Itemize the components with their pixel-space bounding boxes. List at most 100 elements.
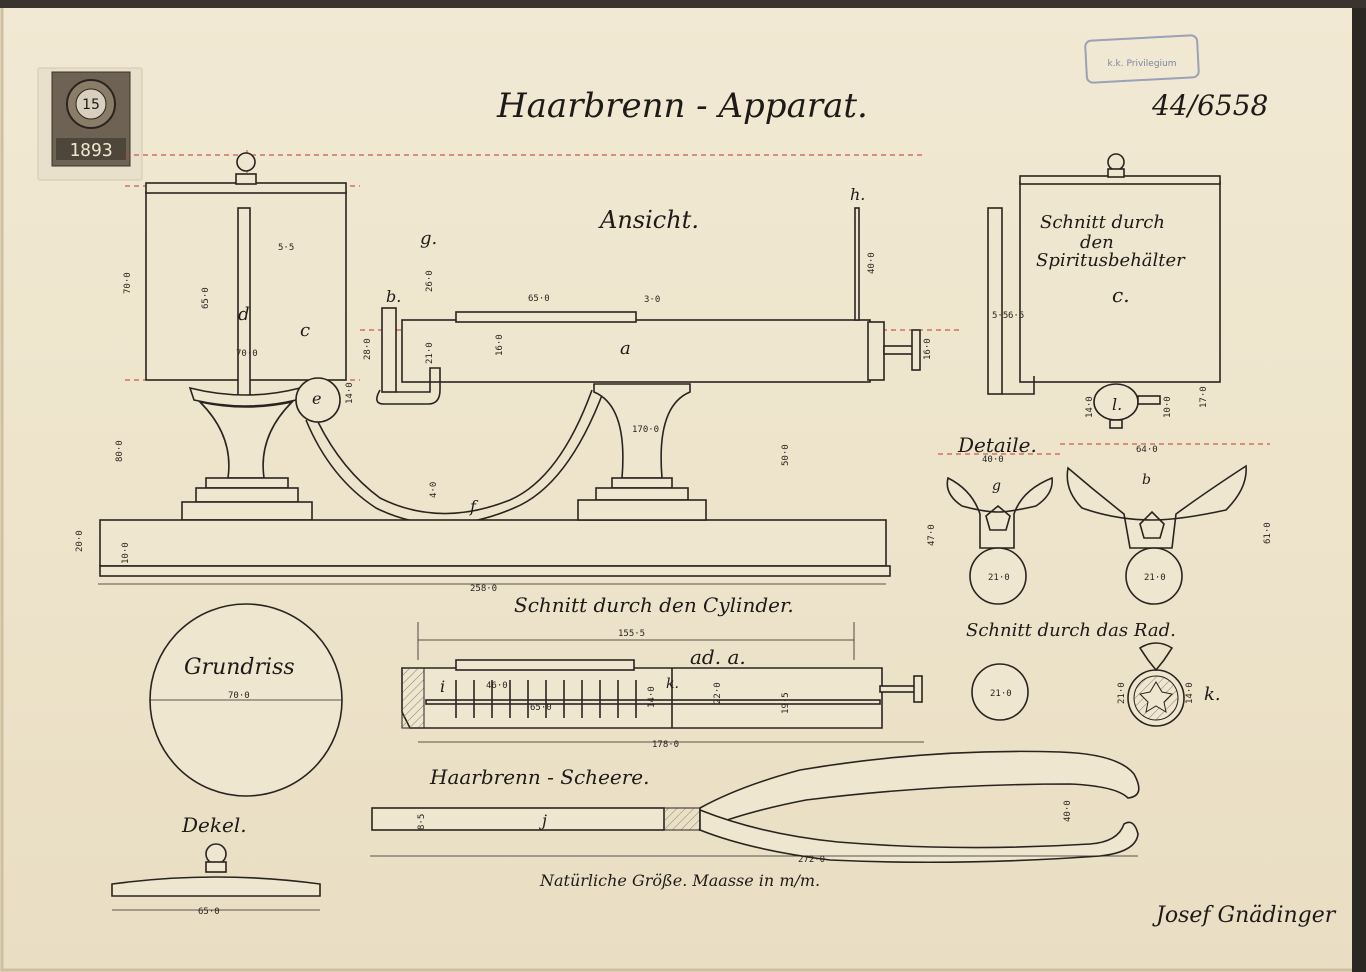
dim-detail-height-b: 61·0 bbox=[1263, 522, 1273, 544]
dim-burner-height: 26·0 bbox=[425, 270, 435, 292]
dim-detail-width-a: 40·0 bbox=[982, 455, 1004, 465]
drawing-title: Haarbrenn - Apparat. bbox=[496, 86, 868, 126]
signature: Josef Gnädinger bbox=[1152, 903, 1337, 928]
dark-edge bbox=[1352, 0, 1366, 972]
detail-b-wheel bbox=[1125, 547, 1183, 605]
dim-scissor-jaw: 8·5 bbox=[417, 814, 427, 830]
scissor-arm-upper bbox=[699, 750, 1140, 832]
dim-scissor-length: 272·0 bbox=[798, 855, 825, 865]
front-view: Ansicht. bbox=[75, 150, 960, 594]
spirit-section-view: Schnitt durch den Spiritusbehälter c. l.… bbox=[987, 153, 1221, 429]
floor-plan-title: Grundriss bbox=[184, 655, 295, 680]
detail-g-label: g bbox=[992, 478, 1001, 494]
dim-rod-gap: 5·5 bbox=[278, 243, 294, 253]
dim-cyl-sec-dia-c: 19·5 bbox=[781, 692, 791, 714]
label-k: k. bbox=[666, 676, 679, 692]
dim-span-170: 170·0 bbox=[632, 425, 659, 435]
detail-g-yoke bbox=[946, 476, 1053, 549]
cylinder-handle bbox=[911, 329, 921, 371]
dim-plan-dia: 70·0 bbox=[228, 691, 250, 701]
dim-stand-right: 50·0 bbox=[781, 444, 791, 466]
label-j: j bbox=[539, 811, 547, 830]
dim-pin-height: 40·0 bbox=[867, 252, 877, 274]
wheel-k-label: k. bbox=[1204, 684, 1221, 705]
wheel-section-view: Schnitt durch das Rad. 21·0 21·0 14·0 k. bbox=[966, 620, 1221, 727]
dim-wheel-sec-dia-b: 21·0 bbox=[1117, 682, 1127, 704]
dim-handle-height: 28·0 bbox=[363, 338, 373, 360]
label-g: g. bbox=[420, 228, 437, 249]
spirit-section-letter: c. bbox=[1112, 283, 1130, 307]
label-e: e bbox=[312, 389, 321, 408]
label-a: a bbox=[620, 338, 631, 359]
label-d: d bbox=[238, 304, 250, 325]
dim-base-a: 20·0 bbox=[75, 530, 85, 552]
dim-cylinder-dia: 21·0 bbox=[425, 342, 435, 364]
dim-cyl-sec-inner: 65·0 bbox=[530, 703, 552, 713]
dim-cylinder-gap: 3·0 bbox=[644, 295, 660, 305]
dim-valve-b: 10·0 bbox=[1163, 396, 1173, 418]
cylinder-ribs bbox=[455, 680, 637, 718]
container-stand bbox=[197, 400, 295, 479]
scissors-title: Haarbrenn - Scheere. bbox=[429, 765, 650, 789]
wheel-section-title: Schnitt durch das Rad. bbox=[966, 620, 1176, 641]
detail-b-yoke bbox=[1066, 464, 1247, 549]
reference-number: 44/6558 bbox=[1151, 89, 1268, 122]
stamp-value: 15 bbox=[82, 97, 100, 113]
burner-b bbox=[381, 307, 397, 393]
stamp-year: 1893 bbox=[69, 140, 112, 161]
section-wick-tube bbox=[987, 207, 1003, 395]
dim-cyl-sec-dia-a: 14·0 bbox=[647, 686, 657, 708]
lid-view: Dekel. 65·0 bbox=[111, 813, 321, 917]
dim-wheel-offset: 14·0 bbox=[345, 382, 355, 404]
dim-container-width: 70·0 bbox=[236, 349, 258, 359]
dim-cyl-sec-total: 178·0 bbox=[652, 740, 679, 750]
spirit-section-line1: Schnitt durch bbox=[1040, 212, 1165, 233]
scale-note: Natürliche Größe. Maasse in m/m. bbox=[539, 871, 820, 890]
dim-container-height: 70·0 bbox=[123, 272, 133, 294]
dim-rod-length: 65·0 bbox=[201, 287, 211, 309]
spirit-section-line2: den bbox=[1080, 232, 1114, 253]
dim-wheel-sec-small: 14·0 bbox=[1185, 682, 1195, 704]
lid-title: Dekel. bbox=[181, 813, 247, 837]
dim-cyl-sec-dia-b: 22·0 bbox=[713, 682, 723, 704]
dim-cylinder-top: 65·0 bbox=[528, 294, 550, 304]
label-h: h. bbox=[850, 185, 865, 204]
dim-end-cap: 16·0 bbox=[923, 338, 933, 360]
cylinder-section-view: Schnitt durch den Cylinder. ad. a. 155·5… bbox=[401, 593, 924, 750]
dim-stand-height: 80·0 bbox=[115, 440, 125, 462]
detail-b-label: b bbox=[1142, 472, 1151, 488]
details-title: Detaile. bbox=[957, 433, 1037, 457]
postage-stamp: 15 1893 bbox=[37, 67, 143, 181]
dim-cylinder-inner: 16·0 bbox=[495, 334, 505, 356]
label-f: f bbox=[469, 497, 479, 516]
lid-plate bbox=[111, 876, 321, 897]
label-i: i bbox=[440, 677, 445, 696]
wheel-plain bbox=[971, 663, 1029, 721]
dim-scissor-width: 40·0 bbox=[1063, 800, 1073, 822]
details-view: Detaile. 40·0 64·0 g 21·0 47·0 b 21·0 61… bbox=[927, 433, 1273, 605]
cylinder-section-title: Schnitt durch den Cylinder. bbox=[514, 593, 794, 617]
label-l: l. bbox=[1112, 395, 1122, 414]
spirit-section-line3: Spiritusbehälter bbox=[1036, 250, 1186, 271]
wick-tube bbox=[237, 207, 251, 397]
dim-base-b: 10·0 bbox=[121, 542, 131, 564]
dim-cyl-sec-ribs: 46·0 bbox=[486, 681, 508, 691]
pin-h bbox=[854, 207, 860, 321]
dim-valve-c: 17·0 bbox=[1199, 386, 1209, 408]
scissor-jaw bbox=[371, 807, 665, 831]
lid-knob bbox=[236, 152, 256, 172]
cylinder-a bbox=[401, 319, 871, 383]
scissor-arm-lower bbox=[699, 808, 1139, 864]
dim-base-length: 258·0 bbox=[470, 584, 497, 594]
cylinder-ref: ad. a. bbox=[690, 645, 746, 669]
dim-lid-width: 65·0 bbox=[198, 907, 220, 917]
registry-stamp: k.k. Privilegium bbox=[1084, 34, 1200, 84]
floor-plan-view: Grundriss 70·0 bbox=[149, 603, 343, 797]
dim-section-wall-b: 6·5 bbox=[1008, 311, 1024, 321]
fuel-tube bbox=[317, 389, 593, 515]
dim-wheel-dia-a: 21·0 bbox=[988, 573, 1010, 583]
dim-detail-height-a: 47·0 bbox=[927, 524, 937, 546]
dim-section-wall-a: 5·5 bbox=[992, 311, 1008, 321]
dim-cyl-sec-length: 155·5 bbox=[618, 629, 645, 639]
